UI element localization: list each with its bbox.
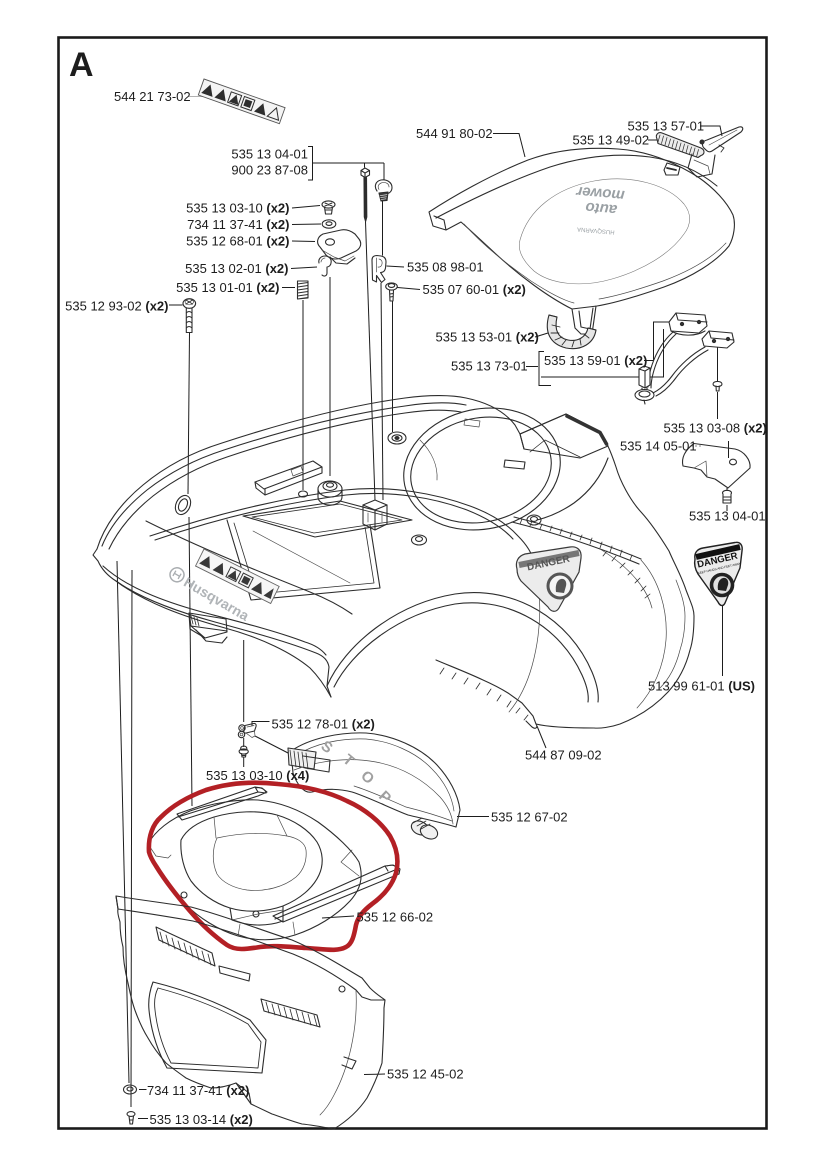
- svg-text:535 13 04-01: 535 13 04-01: [689, 509, 766, 524]
- svg-text:535 12 93-02 (x2): 535 12 93-02 (x2): [65, 299, 168, 314]
- svg-text:535 13 03-14 (x2): 535 13 03-14 (x2): [150, 1112, 253, 1127]
- svg-text:535 12 78-01 (x2): 535 12 78-01 (x2): [272, 717, 375, 732]
- svg-text:544 91 80-02: 544 91 80-02: [416, 126, 493, 141]
- svg-text:535 07 60-01 (x2): 535 07 60-01 (x2): [423, 282, 526, 297]
- svg-text:auto: auto: [585, 199, 618, 219]
- svg-text:535 12 66-02: 535 12 66-02: [357, 910, 434, 925]
- svg-text:535 12 67-02: 535 12 67-02: [491, 810, 568, 825]
- svg-text:535 13 59-01 (x2): 535 13 59-01 (x2): [544, 353, 647, 368]
- svg-text:734 11 37-41 (x2): 734 11 37-41 (x2): [187, 217, 289, 232]
- svg-text:535 13 53-01 (x2): 535 13 53-01 (x2): [436, 330, 539, 345]
- svg-text:535 13 73-01: 535 13 73-01: [451, 359, 528, 374]
- svg-text:535 14 05-01: 535 14 05-01: [620, 439, 697, 454]
- svg-text:544 21 73-02: 544 21 73-02: [114, 89, 191, 104]
- svg-text:535 13 03-10 (x2): 535 13 03-10 (x2): [186, 201, 289, 216]
- svg-text:535 08 98-01: 535 08 98-01: [407, 260, 484, 275]
- svg-text:535 13 03-10 (x4): 535 13 03-10 (x4): [206, 768, 309, 783]
- svg-text:mower: mower: [575, 183, 626, 204]
- svg-text:535 13 02-01 (x2): 535 13 02-01 (x2): [185, 261, 288, 276]
- svg-text:544 87 09-02: 544 87 09-02: [525, 748, 602, 763]
- svg-text:535 13 57-01: 535 13 57-01: [628, 119, 705, 134]
- svg-text:535 13 04-01: 535 13 04-01: [231, 147, 308, 162]
- svg-text:535 13 49-02: 535 13 49-02: [573, 133, 650, 148]
- svg-text:535 13 01-01 (x2): 535 13 01-01 (x2): [176, 280, 279, 295]
- svg-text:A: A: [69, 46, 94, 84]
- svg-text:535 12 45-02: 535 12 45-02: [387, 1067, 464, 1082]
- svg-text:535 13 03-08 (x2): 535 13 03-08 (x2): [664, 421, 767, 436]
- svg-text:734 11 37-41 (x2): 734 11 37-41 (x2): [147, 1083, 249, 1098]
- svg-text:513 99 61-01 (US): 513 99 61-01 (US): [648, 679, 755, 694]
- svg-text:HUSQVARNA: HUSQVARNA: [577, 225, 615, 234]
- svg-text:900 23 87-08: 900 23 87-08: [231, 163, 308, 178]
- svg-text:535 12 68-01 (x2): 535 12 68-01 (x2): [186, 234, 289, 249]
